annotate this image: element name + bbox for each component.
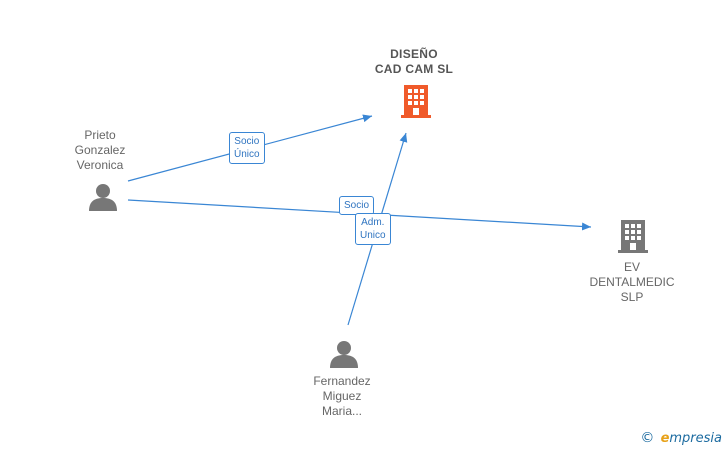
- copyright-symbol: ©: [640, 430, 655, 446]
- brand-logo-text: mpresia: [669, 431, 722, 446]
- edge-label-socio-unico: Socio Único: [229, 132, 265, 164]
- brand-logo-e: e: [660, 431, 670, 446]
- building-icon[interactable]: [400, 83, 432, 119]
- company-ev-label[interactable]: EV DENTALMEDIC SLP: [589, 260, 675, 304]
- person-prieto-label[interactable]: Prieto Gonzalez Veronica: [74, 128, 126, 172]
- edge-label-adm-unico: Adm. Unico: [355, 213, 391, 245]
- person-icon[interactable]: [329, 339, 359, 369]
- person-icon[interactable]: [88, 182, 118, 212]
- building-icon[interactable]: [617, 218, 649, 254]
- empresia-watermark: © empresia: [640, 430, 722, 446]
- person-fernandez-label[interactable]: Fernandez Miguez Maria...: [313, 374, 371, 418]
- company-diseno-label[interactable]: DISEÑO CAD CAM SL: [374, 47, 454, 76]
